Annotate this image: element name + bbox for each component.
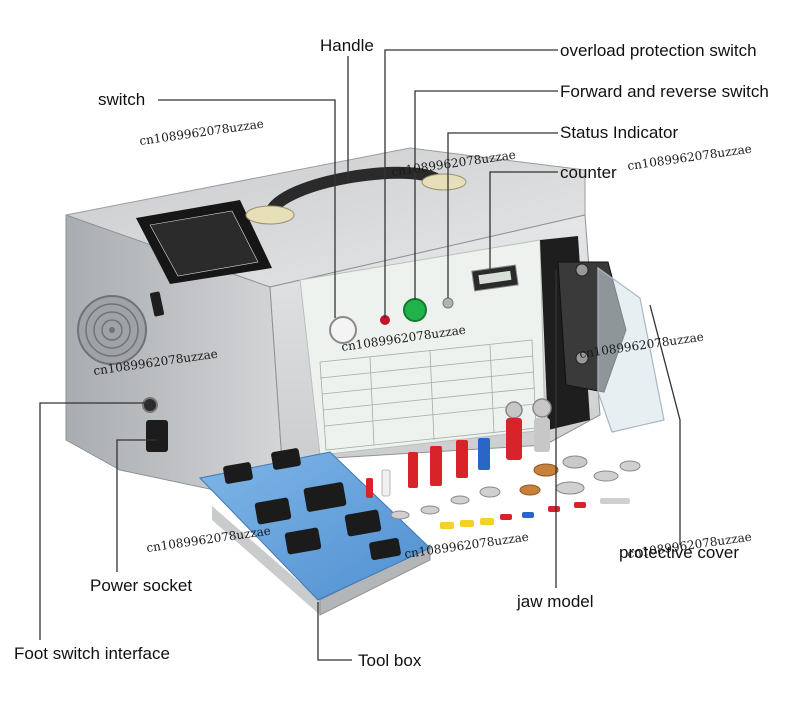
power-socket (146, 420, 168, 452)
ferrule-small-red (366, 478, 373, 498)
rocker-switch (149, 291, 165, 317)
small-terminal-red-1 (500, 514, 512, 520)
watermark-8: cn1089962078uzzae (403, 530, 529, 561)
ferrule-red-2 (430, 446, 442, 486)
jaw-pin-top (575, 263, 589, 277)
leader-power-socket (116, 439, 156, 572)
lug-9 (420, 505, 440, 515)
die-4 (303, 482, 347, 512)
leader-tool-box (317, 602, 352, 661)
label-overload-protection-switch: overload protection switch (560, 41, 757, 60)
small-terminal-red-3 (574, 502, 586, 508)
lug-5 (593, 470, 619, 482)
foot-switch-socket (142, 397, 158, 413)
leader-forward-reverse (414, 90, 558, 300)
die-1 (223, 462, 253, 484)
overload-button (380, 315, 390, 325)
small-terminal-silver (600, 498, 630, 504)
small-terminal-red-2 (548, 506, 560, 512)
watermark-3: cn1089962078uzzae (626, 142, 752, 173)
tray-front (212, 506, 320, 615)
die-2 (271, 448, 301, 470)
leader-lines (39, 49, 681, 661)
label-protective-cover: protective cover (619, 543, 739, 562)
main-switch-knob (329, 316, 357, 344)
label-power-socket: Power socket (90, 576, 193, 595)
ring-terminal-2 (532, 398, 552, 418)
ring-terminal-1 (505, 401, 523, 419)
leader-status (447, 132, 558, 298)
watermark-1: cn1089962078uzzae (138, 117, 264, 148)
small-terminal-blue-1 (522, 512, 534, 518)
label-counter: counter (560, 163, 617, 182)
lug-4 (555, 481, 585, 495)
small-terminal-yellow-1 (440, 522, 454, 529)
small-terminal-yellow-3 (480, 518, 494, 525)
die-3 (254, 497, 292, 525)
ferrule-blue (478, 438, 490, 470)
leader-counter (489, 171, 558, 272)
small-terminal-yellow-2 (460, 520, 474, 527)
label-switch: switch (98, 90, 146, 109)
ferrule-red-3 (456, 440, 468, 478)
leader-protective-cover (649, 304, 681, 545)
ring-terminal-1-barrel (506, 418, 522, 460)
label-tool-box: Tool box (358, 651, 422, 670)
die-6 (344, 509, 382, 537)
lug-6 (619, 460, 641, 472)
leader-switch (158, 99, 336, 318)
crimping-machine (65, 147, 665, 506)
carry-handle (264, 166, 446, 220)
label-forward-reverse-switch: Forward and reverse switch (560, 82, 769, 101)
counter-window (478, 270, 512, 285)
terminal-samples (366, 398, 641, 529)
ferrule-white (381, 469, 391, 497)
lug-7 (479, 486, 501, 498)
die-7 (369, 538, 401, 560)
forward-reverse-button (403, 298, 427, 322)
label-jaw-model: jaw model (517, 592, 594, 611)
leader-overload (384, 49, 558, 318)
protective-cover (597, 266, 665, 433)
copper-lug-1 (533, 463, 559, 477)
die-5 (284, 527, 322, 555)
status-indicator-lamp (442, 297, 454, 309)
jaw-pin-bottom (575, 351, 589, 365)
fan-grille (77, 295, 147, 365)
handle-mount-right (421, 173, 467, 191)
panel-table (319, 339, 537, 451)
label-foot-switch-interface: Foot switch interface (14, 644, 170, 663)
label-status-indicator: Status Indicator (560, 123, 679, 142)
tool-tray (199, 448, 431, 616)
lug-8 (450, 495, 470, 505)
ring-terminal-2-barrel (534, 418, 550, 452)
spec-sticker-inner (149, 210, 259, 277)
lug-10 (390, 510, 410, 520)
label-handle: Handle (320, 36, 374, 55)
handle-mount-left (245, 205, 295, 225)
copper-lug-2 (562, 455, 588, 469)
ferrule-red-1 (408, 452, 418, 488)
leader-foot-switch (39, 402, 150, 640)
copper-lug-3 (519, 484, 541, 496)
